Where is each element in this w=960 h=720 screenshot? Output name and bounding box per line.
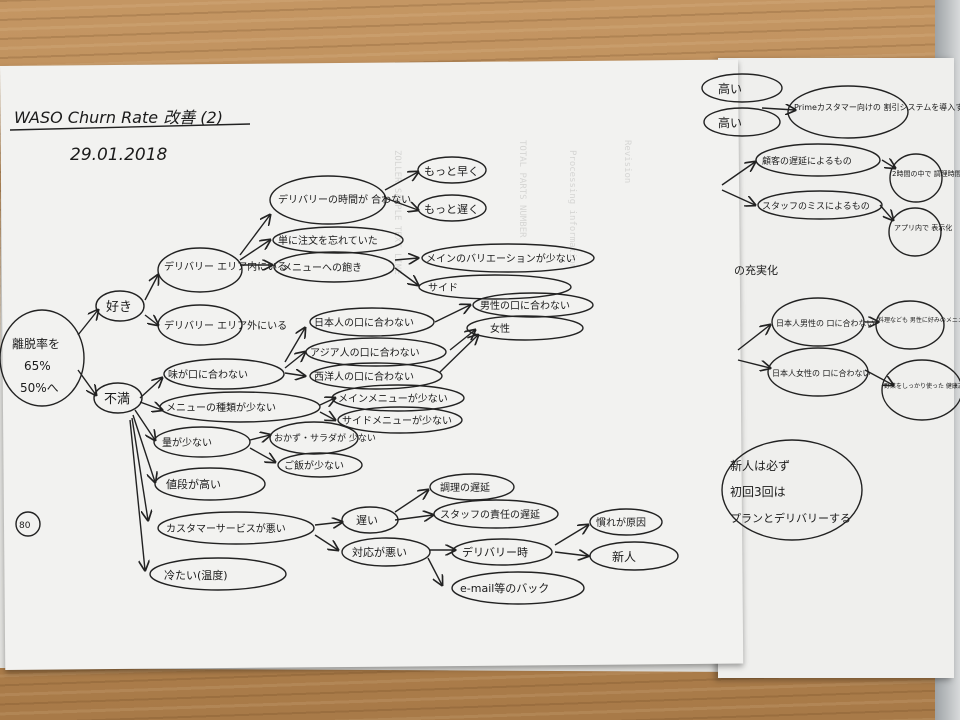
- center-line1: 離脱率を: [12, 336, 60, 351]
- node-small-amount: 量が少ない: [162, 436, 212, 449]
- right-note-3: プランとデリバリーする: [730, 511, 851, 525]
- node-later: もっと遅く: [424, 203, 479, 216]
- node-male-taste: 男性の口に合わない: [480, 299, 570, 312]
- page-date: 29.01.2018: [70, 145, 168, 165]
- page-title: WASO Churn Rate 改善 (2): [14, 108, 223, 127]
- node-main-menu-few: メインメニューが少ない: [338, 392, 448, 405]
- node-unused-cause: 慣れが原因: [596, 516, 646, 529]
- right-jp-male: 日本人男性の 口に合わない: [776, 318, 875, 328]
- node-dislike: 不満: [104, 392, 130, 407]
- right-app: アプリ内で 表示化: [894, 223, 952, 232]
- svg-text:Revision: Revision: [622, 140, 632, 183]
- node-menu-few: メニューの種類が少ない: [166, 401, 276, 414]
- right-high-2: 高い: [718, 115, 742, 130]
- node-forgot: 単に注文を忘れていた: [278, 234, 378, 247]
- svg-text:ZOLLER SAMPLE TEXT LINE: ZOLLER SAMPLE TEXT LINE: [392, 150, 402, 275]
- right-high-1: 高い: [718, 81, 742, 96]
- svg-text:Processing information: Processing information: [567, 150, 577, 269]
- node-delivery-time: デリバリー時: [462, 545, 528, 559]
- node-in-area: デリバリー エリア内にいる: [164, 260, 287, 273]
- right-note-1: 新人は必ず: [730, 458, 790, 473]
- node-outlines: [0, 73, 960, 605]
- right-two-hours: 2時間の中で 調理時間を: [892, 169, 960, 178]
- node-slow: 遅い: [356, 514, 378, 527]
- node-time-mismatch: デリバリーの時間が 合わない: [278, 193, 411, 206]
- center-line3: 50%へ: [20, 381, 59, 395]
- node-japanese: 日本人の口に合わない: [314, 316, 414, 329]
- node-staff-delay: スタッフの責任の遅延: [440, 508, 540, 521]
- node-main-variation: メインのバリエーションが少ない: [426, 252, 576, 265]
- node-out-area: デリバリー エリア外にいる: [164, 319, 287, 332]
- right-note-2: 初回3回は: [730, 485, 786, 499]
- node-rice-few: ご飯が少ない: [284, 459, 344, 472]
- right-male-menu: 料理なども 男性に好みのメニューの充実: [878, 316, 960, 324]
- right-enrich: の充実化: [734, 263, 778, 277]
- right-staff-mistake: スタッフのミスによるもの: [762, 201, 870, 212]
- node-western: 西洋人の口に合わない: [314, 370, 414, 383]
- center-line2: 65%: [24, 359, 51, 373]
- node-customer-service: カスタマーサービスが悪い: [166, 522, 286, 535]
- page-mark: 80: [19, 521, 31, 531]
- node-side: サイド: [428, 282, 458, 294]
- node-email-back: e-mail等のバック: [460, 581, 549, 595]
- node-price-high: 値段が高い: [166, 477, 221, 491]
- node-response-bad: 対応が悪い: [352, 545, 407, 559]
- node-female: 女性: [490, 322, 510, 335]
- bleed-through-text: ZOLLER SAMPLE TEXT LINE TOTAL PARTS NUMB…: [392, 140, 632, 275]
- node-like: 好き: [106, 300, 132, 315]
- right-female-menu: 野菜をしっかり使った 健康志向のメニュー を充実させる: [884, 382, 960, 390]
- node-cooking-delay: 調理の遅延: [440, 481, 490, 494]
- right-prime: Primeカスタマー向けの 割引システムを導入する: [794, 102, 960, 112]
- node-side-menu-few: サイドメニューが少ない: [342, 414, 452, 427]
- node-cold: 冷たい(温度): [164, 568, 228, 582]
- node-side-salad: おかず・サラダが 少ない: [274, 432, 376, 444]
- node-bored: メニューへの飽き: [282, 261, 362, 274]
- right-customer-delay: 顧客の遅延によるもの: [762, 155, 852, 167]
- node-earlier: もっと早く: [424, 165, 479, 178]
- node-taste: 味が口に合わない: [168, 368, 248, 381]
- node-asian: アジア人の口に合わない: [310, 346, 420, 359]
- right-jp-female: 日本人女性の 口に合わない: [772, 368, 871, 378]
- node-new-person: 新人: [612, 549, 636, 564]
- svg-text:TOTAL PARTS NUMBER: TOTAL PARTS NUMBER: [517, 140, 527, 238]
